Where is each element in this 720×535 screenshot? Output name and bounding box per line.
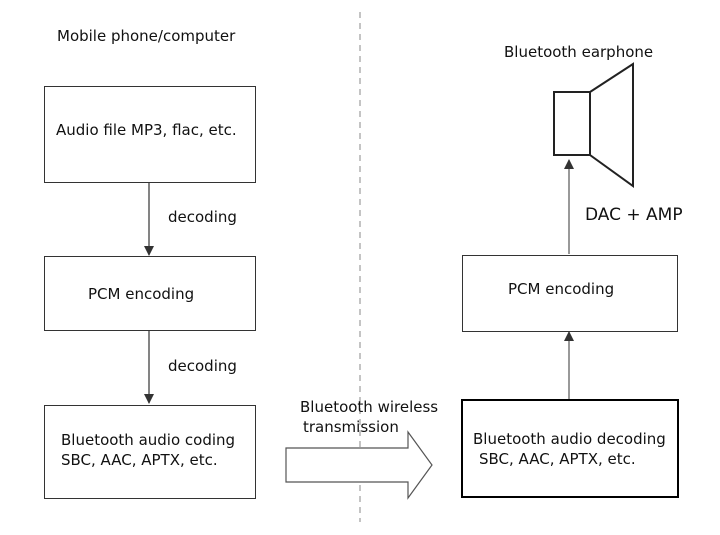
pcm-encoding-label-right: PCM encoding: [508, 280, 615, 298]
decoding-label-2: decoding: [168, 357, 237, 375]
bt-audio-decoding-line2: SBC, AAC, APTX, etc.: [479, 450, 636, 468]
transmission-label-line1: Bluetooth wireless: [300, 398, 439, 416]
transmission-arrow: [285, 430, 433, 500]
speaker-icon: [553, 62, 634, 188]
bt-audio-decoding-box: Bluetooth audio decoding SBC, AAC, APTX,…: [461, 399, 679, 498]
pcm-encoding-box-right: PCM encoding: [462, 255, 678, 332]
bt-audio-coding-box: Bluetooth audio coding SBC, AAC, APTX, e…: [44, 405, 256, 499]
right-heading: Bluetooth earphone: [504, 43, 654, 61]
bt-audio-coding-line1: Bluetooth audio coding: [61, 431, 236, 449]
bt-audio-coding-line2: SBC, AAC, APTX, etc.: [61, 451, 218, 469]
pcm-encoding-label-left: PCM encoding: [88, 285, 195, 303]
left-heading: Mobile phone/computer: [57, 27, 236, 45]
pcm-encoding-box-left: PCM encoding: [44, 256, 256, 331]
dac-amp-label: DAC + AMP: [585, 205, 683, 225]
bt-audio-decoding-line1: Bluetooth audio decoding: [473, 430, 666, 448]
decoding-label-1: decoding: [168, 208, 237, 226]
audio-file-box: Audio file MP3, flac, etc.: [44, 86, 256, 183]
audio-file-label: Audio file MP3, flac, etc.: [56, 121, 237, 139]
transmission-label-line2: transmission: [303, 418, 399, 436]
